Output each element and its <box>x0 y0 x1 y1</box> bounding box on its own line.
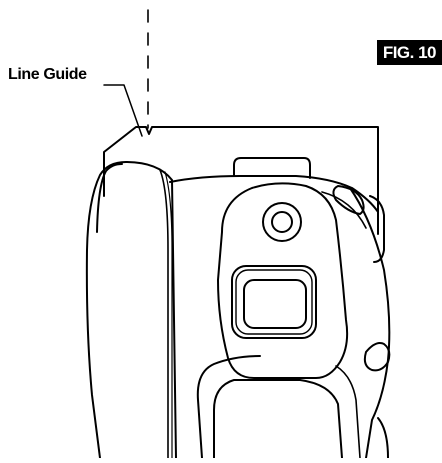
figure-label: FIG. 10 <box>376 40 442 65</box>
top-knob-outline <box>233 157 311 179</box>
round-button-inner <box>271 211 293 233</box>
housing-right-inner <box>321 191 367 229</box>
top-plate-outline <box>103 126 379 235</box>
guard-rim-line <box>159 169 169 459</box>
guard-rim-line-2 <box>164 171 173 459</box>
round-button-outer <box>262 202 302 242</box>
switch-button <box>243 279 307 329</box>
grip-far-right-outline <box>377 417 389 459</box>
housing-side-groove <box>332 185 365 215</box>
housing-side-tab <box>369 195 385 263</box>
side-oval-button <box>363 342 391 372</box>
handle-body-outline <box>217 182 349 379</box>
callout-leader-line <box>103 84 143 137</box>
guard-outer-outline <box>85 161 177 459</box>
line-guide-callout-label: Line Guide <box>8 66 87 83</box>
switch-frame-middle <box>235 269 313 335</box>
housing-top-edge <box>169 175 379 213</box>
grip-left-outline <box>196 355 261 459</box>
switch-frame-outer <box>231 265 317 339</box>
housing-right-outline <box>349 187 391 459</box>
grip-center-outline <box>213 379 343 459</box>
guard-inner-outline <box>96 163 123 233</box>
grip-right-outline <box>335 365 361 459</box>
